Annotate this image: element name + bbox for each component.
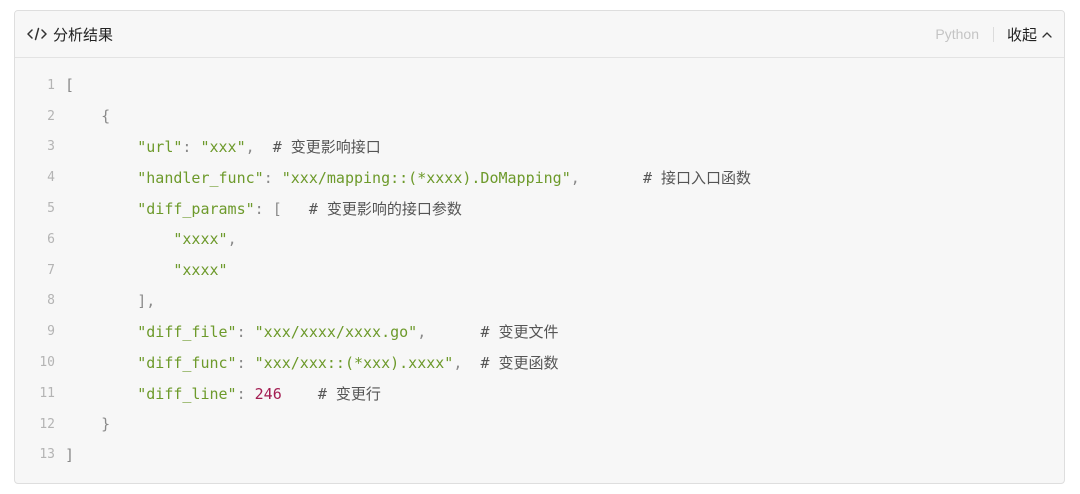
code-comment: # 变更影响的接口参数 [308,200,462,219]
line-number: 6 [47,231,55,247]
line-content: "xxxx", [65,230,237,249]
line-content: "handler_func": "xxx/mapping::(*xxxx).Do… [65,167,751,188]
line-number: 3 [47,139,55,155]
code-line: 9 "diff_file": "xxx/xxxx/xxxx.go", # 变更文… [15,316,1064,347]
code-string: "xxx/xxxx/xxxx.go" [254,323,418,342]
code-punctuation [65,138,137,156]
collapse-button[interactable]: 收起 [1007,24,1052,45]
code-comment: # 变更函数 [480,354,559,373]
code-block-header: 分析结果 Python 收起 [15,11,1064,58]
code-line: 8 ], [15,286,1064,317]
code-line: 5 "diff_params": [ # 变更影响的接口参数 [15,193,1064,224]
code-punctuation [65,385,137,403]
code-line: 7 "xxxx" [15,255,1064,286]
header-divider [992,26,994,42]
code-punctuation: , [417,323,481,342]
line-number: 5 [47,201,55,217]
line-number: 7 [47,262,55,278]
code-block-card: 分析结果 Python 收起 1[2 {3 "url": "xxx", # 变更… [14,10,1065,484]
code-string: "diff_line" [137,384,237,403]
code-line: 13] [15,440,1064,471]
code-punctuation: , [245,138,273,157]
line-number: 13 [39,447,55,463]
code-punctuation [65,169,137,187]
line-number: 11 [39,385,55,401]
code-punctuation: , [453,354,481,373]
code-line: 10 "diff_func": "xxx/xxx::(*xxx).xxxx", … [15,347,1064,378]
code-string: "xxxx" [173,230,228,249]
code-number: 246 [254,384,282,403]
header-actions: Python 收起 [935,24,1052,45]
chevron-up-icon [1042,30,1052,38]
line-content: "url": "xxx", # 变更影响接口 [65,136,381,157]
collapse-label: 收起 [1006,25,1037,44]
code-punctuation: } [65,415,111,434]
code-punctuation: : [ [254,200,309,219]
code-punctuation: [ [65,76,75,95]
line-content: "diff_params": [ # 变更影响的接口参数 [65,198,462,219]
code-punctuation [65,261,173,279]
code-line: 12 } [15,409,1064,440]
code-punctuation [65,323,137,341]
code-punctuation [65,354,137,372]
line-content: ], [65,292,155,310]
code-punctuation [65,200,137,218]
code-punctuation: : [236,323,255,342]
code-string: "diff_file" [137,323,237,342]
code-string: "xxx" [200,138,246,157]
line-content: } [65,415,110,433]
code-line: 1[ [15,70,1064,101]
code-line: 6 "xxxx", [15,224,1064,255]
code-line: 3 "url": "xxx", # 变更影响接口 [15,132,1064,163]
language-label: Python [935,26,979,42]
code-comment: # 接口入口函数 [642,169,752,188]
code-punctuation: ], [65,291,156,310]
line-content: ] [65,446,74,464]
code-punctuation: ] [65,445,75,464]
code-line: 11 "diff_line": 246 # 变更行 [15,378,1064,409]
line-number: 4 [47,170,55,186]
line-number: 10 [39,355,55,371]
line-content: "diff_func": "xxx/xxx::(*xxx).xxxx", # 变… [65,352,559,373]
line-number: 1 [47,77,55,93]
code-comment: # 变更行 [317,384,381,403]
line-content: [ [65,76,74,94]
code-punctuation: : [182,138,201,157]
line-content: { [65,107,110,125]
code-string: "diff_params" [137,200,255,219]
code-string: "xxxx" [173,261,228,280]
line-content: "xxxx" [65,261,228,280]
line-content: "diff_file": "xxx/xxxx/xxxx.go", # 变更文件 [65,321,559,342]
code-punctuation: , [227,230,237,249]
code-string: "diff_func" [137,354,237,373]
code-comment: # 变更影响接口 [272,138,381,157]
code-punctuation [282,385,318,403]
code-punctuation: : [236,384,255,403]
code-punctuation [65,230,173,248]
line-number: 12 [39,416,55,432]
code-block-title: 分析结果 [53,25,114,44]
code-punctuation: : [236,354,255,373]
code-punctuation: , [570,169,643,188]
code-string: "url" [137,138,183,157]
code-string: "handler_func" [137,169,264,188]
code-line: 4 "handler_func": "xxx/mapping::(*xxxx).… [15,162,1064,193]
line-number: 8 [47,293,55,309]
line-number: 2 [47,108,55,124]
code-line: 2 { [15,101,1064,132]
code-comment: # 变更文件 [480,323,559,342]
code-icon [27,26,47,42]
code-punctuation: : [263,169,282,188]
line-number: 9 [47,324,55,340]
line-content: "diff_line": 246 # 变更行 [65,383,381,404]
code-string: "xxx/mapping::(*xxxx).DoMapping" [281,169,571,188]
code-string: "xxx/xxx::(*xxx).xxxx" [254,354,454,373]
code-punctuation: { [65,107,111,126]
